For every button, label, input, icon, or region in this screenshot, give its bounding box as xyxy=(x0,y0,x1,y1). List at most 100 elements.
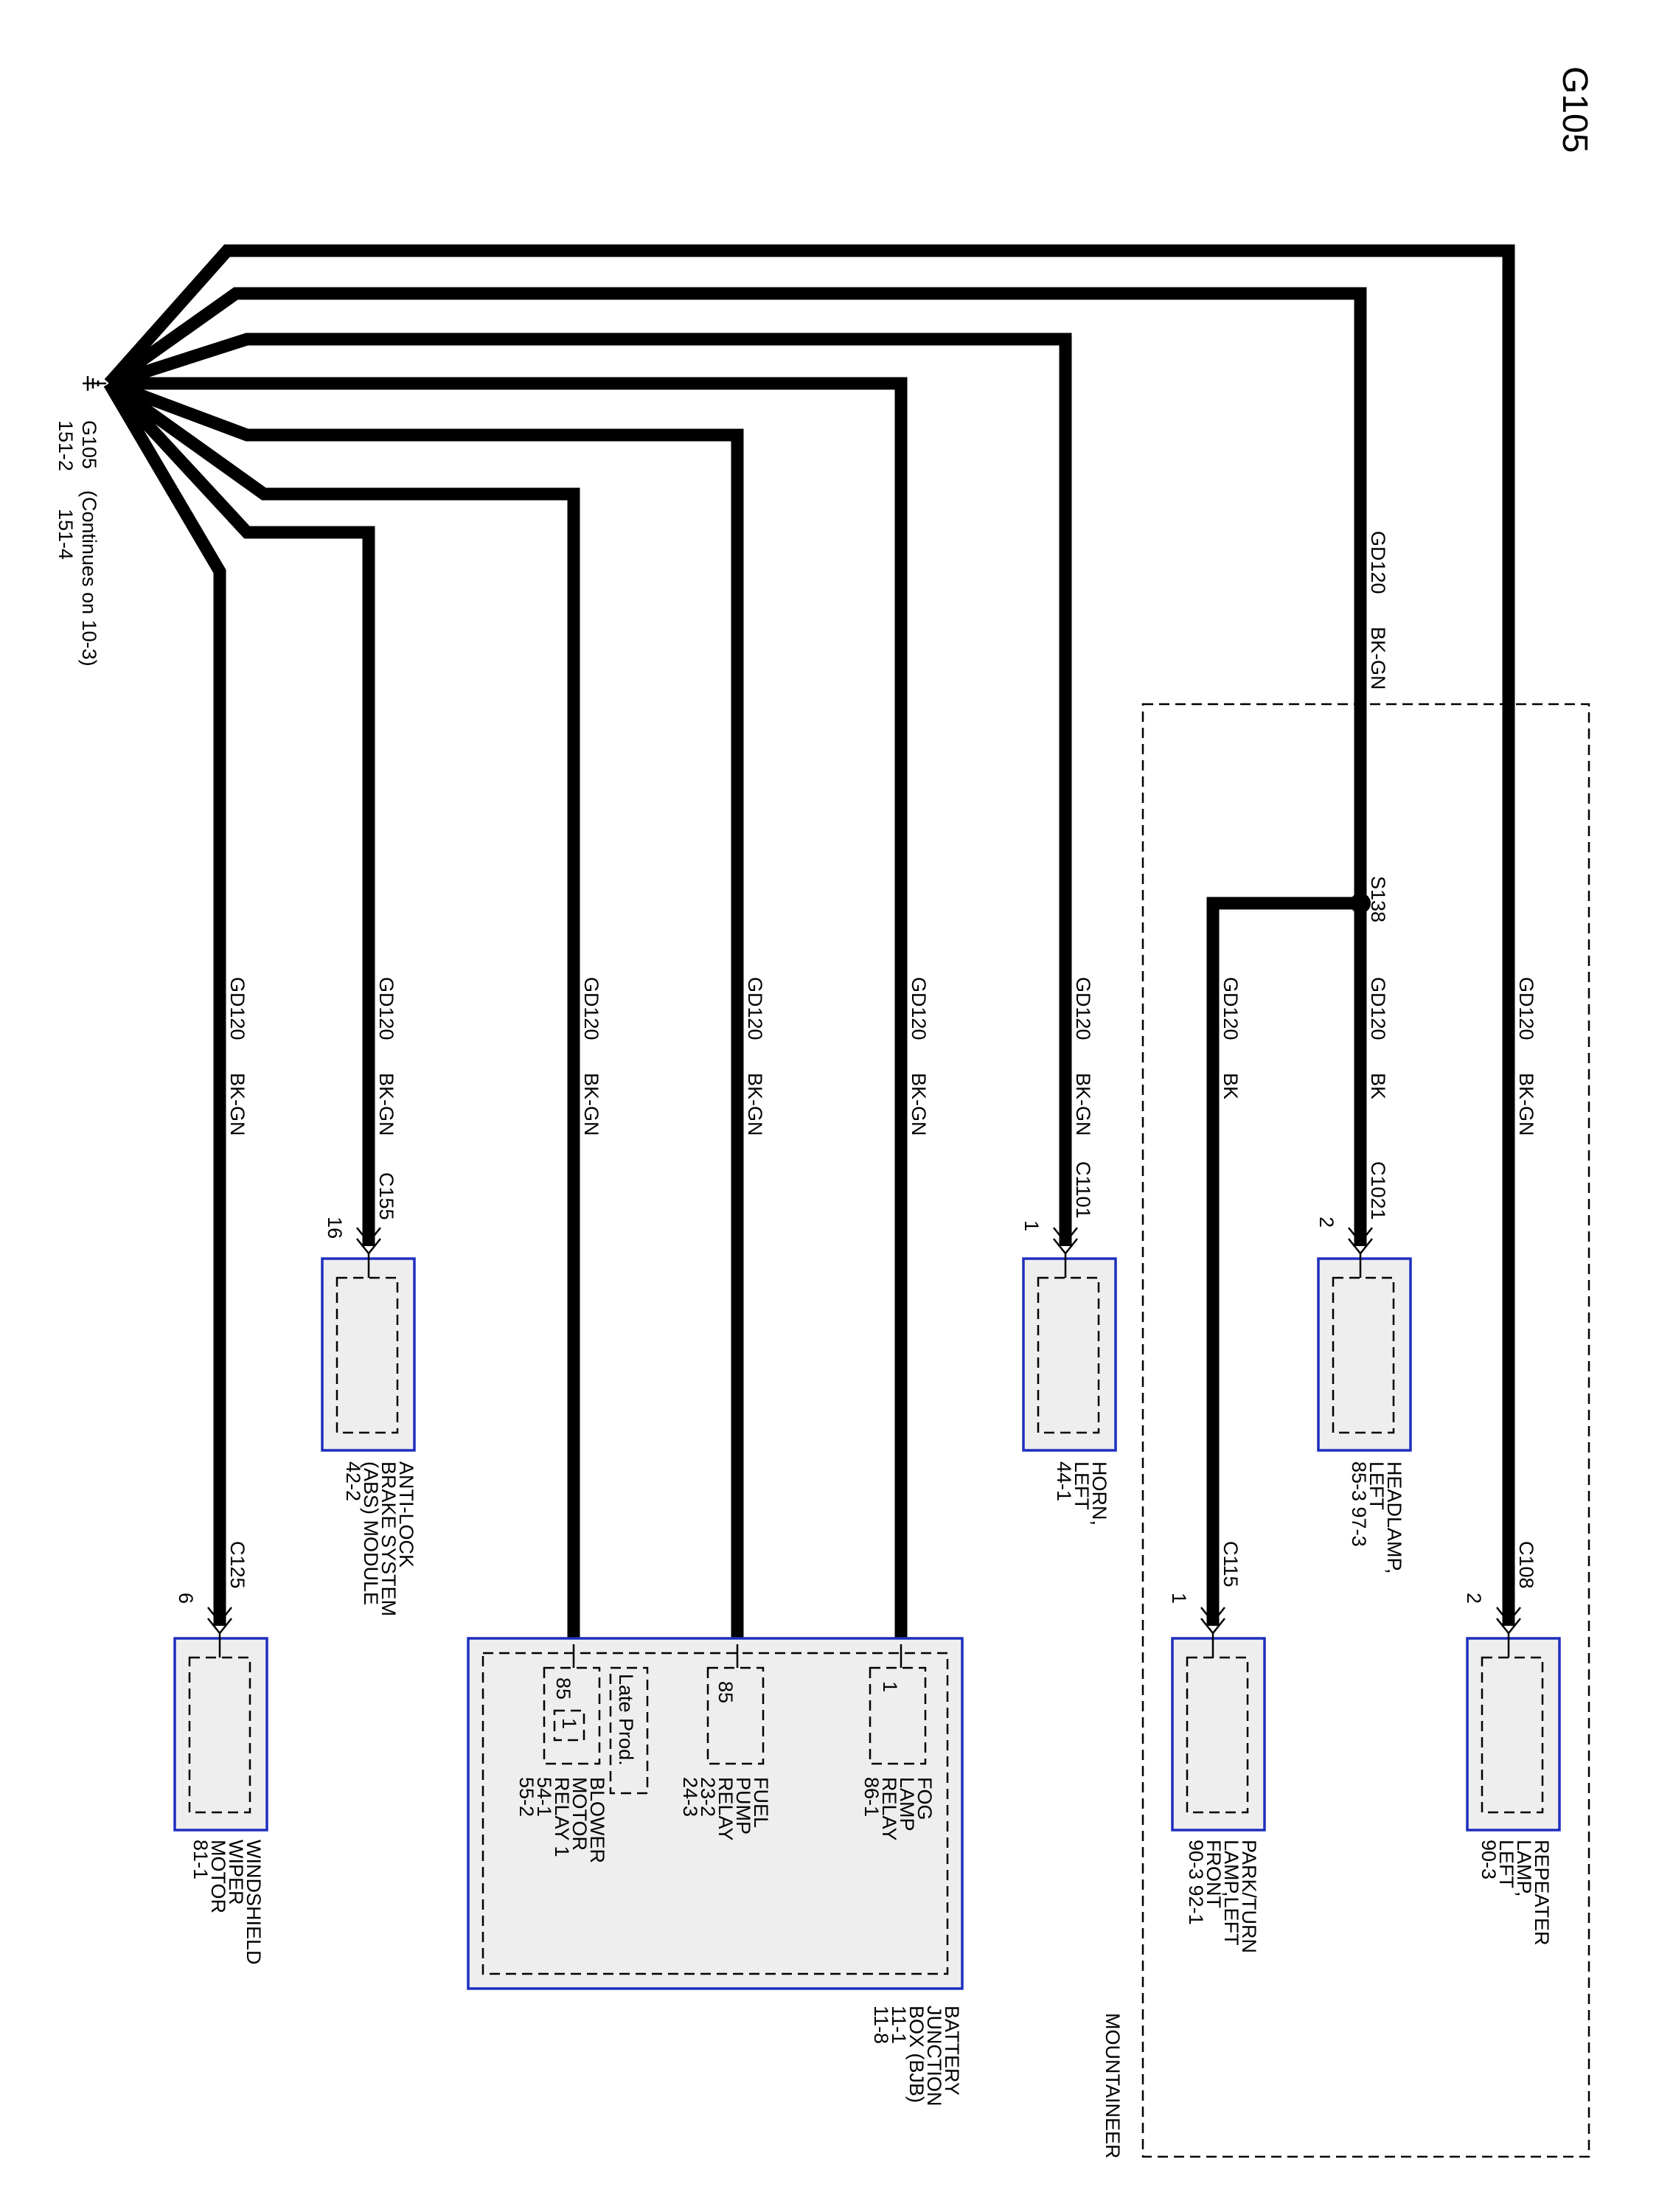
bjb-refs: 11-8 xyxy=(870,2006,892,2044)
component-name: WINDSHIELD xyxy=(243,1840,265,1965)
component-park-turn-lamp: C115 1 PARK/TURN LAMP,LEFT FRONT 90-3 92… xyxy=(1168,1541,1266,1953)
component-name: HEADLAMP, xyxy=(1383,1461,1405,1574)
ground-name: G105 xyxy=(78,420,100,469)
splice-s138 xyxy=(1350,893,1371,914)
relay-name: BLOWER xyxy=(586,1777,608,1863)
component-wiper-motor: C125 6 WINDSHIELD WIPER MOTOR 81-1 xyxy=(173,1541,268,1965)
pin-label: 1 xyxy=(1020,1220,1043,1231)
ground-ref-1: 151-2 xyxy=(55,420,77,471)
wire-horn xyxy=(107,333,1072,1246)
region-label: MOUNTAINEER xyxy=(1102,2013,1124,2159)
component-abs-module: C155 16 ANTI-LOCK BRAKE SYSTEM (ABS) MOD… xyxy=(321,1172,417,1616)
wire-abs xyxy=(104,379,375,1246)
wire-label-circuit: GD120 xyxy=(744,977,766,1040)
relay-name: RELAY xyxy=(878,1777,900,1841)
connector-label: C155 xyxy=(375,1172,397,1220)
relay-refs: 23-2 xyxy=(697,1777,719,1817)
wire-label-circuit: GD120 xyxy=(1515,977,1537,1040)
relay-alt-pin: 1 xyxy=(558,1718,580,1729)
component-refs: 90-3 92-1 xyxy=(1185,1840,1207,1925)
wire-label-circuit: GD120 xyxy=(580,977,602,1040)
wire-label-color: BK-GN xyxy=(1367,627,1389,690)
component-name: LEFT xyxy=(1071,1461,1093,1510)
ground-note: (Continues on 10-3) xyxy=(78,490,100,667)
component-name: BRAKE SYSTEM xyxy=(378,1461,400,1616)
component-refs: 85-3 97-3 xyxy=(1348,1461,1370,1547)
relay-refs: 86-1 xyxy=(860,1777,883,1817)
wire-label-circuit: GD120 xyxy=(1072,977,1094,1040)
component-name: PARK/TURN xyxy=(1238,1840,1260,1953)
pin-label: 2 xyxy=(1315,1217,1338,1228)
wire-repeater xyxy=(104,244,1515,1626)
wire-label-color: BK xyxy=(1367,1073,1389,1099)
component-name: LAMP,LEFT xyxy=(1220,1840,1242,1946)
pin-label: 16 xyxy=(324,1217,346,1239)
relay-name: PUMP xyxy=(732,1777,754,1834)
component-horn: C1101 1 HORN, LEFT 44-1 xyxy=(1020,1161,1117,1526)
bjb-name: BOX (BJB) xyxy=(905,2006,928,2103)
component-refs: 42-2 xyxy=(342,1461,364,1501)
wire-parkturn xyxy=(1206,897,1360,1626)
wire-label-color: BK-GN xyxy=(375,1073,397,1136)
relay-refs: 24-3 xyxy=(679,1777,701,1817)
wire-label-color: BK-GN xyxy=(226,1073,248,1136)
pin-label: 2 xyxy=(1463,1593,1485,1604)
connector-label: C108 xyxy=(1515,1541,1537,1589)
wire-wiper xyxy=(103,380,226,1626)
wire-label-circuit: GD120 xyxy=(1367,531,1389,594)
relay-pin: 85 xyxy=(552,1677,574,1700)
relay-name: FOG xyxy=(914,1777,936,1820)
wire-labels: GD120 BK-GN GD120 BK-GN GD120 BK GD120 B… xyxy=(226,531,1537,1136)
wire-label-circuit: GD120 xyxy=(1220,977,1242,1040)
component-name: (ABS) MODULE xyxy=(360,1461,382,1605)
wire-label-circuit: GD120 xyxy=(226,977,248,1040)
relay-refs: 54-1 xyxy=(533,1777,555,1817)
connector-label: C1101 xyxy=(1072,1161,1094,1219)
wire-label-color: BK-GN xyxy=(1515,1073,1537,1136)
bjb-name: JUNCTION xyxy=(923,2006,945,2107)
bjb-name: BATTERY xyxy=(941,2006,963,2096)
wire-label-circuit: GD120 xyxy=(1367,977,1389,1040)
wire-label-circuit: GD120 xyxy=(908,977,930,1040)
component-name: LAMP, xyxy=(1513,1840,1535,1897)
wire-blower xyxy=(105,378,580,1644)
connector-label: C125 xyxy=(226,1541,248,1589)
relay-name: LAMP xyxy=(896,1777,918,1832)
component-name: HORN, xyxy=(1088,1461,1110,1526)
connector-label: C1021 xyxy=(1367,1161,1389,1220)
wire-label-circuit: GD120 xyxy=(375,977,397,1040)
wire-fuel xyxy=(107,378,744,1644)
ground-ref-2: 151-4 xyxy=(55,509,77,560)
splice-label: S138 xyxy=(1367,876,1389,922)
component-battery-junction-box: 1 FOG LAMP RELAY 86-1 85 FUEL PUMP RELAY… xyxy=(467,1637,964,2107)
pin-label: 1 xyxy=(1168,1593,1190,1604)
component-name: WIPER xyxy=(225,1840,247,1905)
relay-name: RELAY xyxy=(714,1777,737,1841)
component-refs: 44-1 xyxy=(1053,1461,1075,1501)
wire-label-color: BK-GN xyxy=(744,1073,766,1136)
component-name: ANTI-LOCK xyxy=(395,1461,417,1568)
connector-label: C115 xyxy=(1220,1541,1242,1587)
relay-pin: 85 xyxy=(714,1681,737,1703)
wire-label-color: BK xyxy=(1220,1073,1242,1099)
component-name: FRONT xyxy=(1203,1840,1225,1908)
relay-name: RELAY 1 xyxy=(551,1777,573,1857)
page-id: G105 xyxy=(1555,66,1594,153)
relay-pin: 1 xyxy=(879,1681,901,1692)
component-name: MOTOR xyxy=(207,1840,229,1913)
pin-label: 6 xyxy=(175,1593,197,1604)
relay-refs: 55-2 xyxy=(515,1777,538,1817)
relay-name: MOTOR xyxy=(568,1777,591,1851)
relay-name: FUEL xyxy=(750,1777,772,1828)
bjb-refs: 11-1 xyxy=(888,2006,910,2044)
component-name: LEFT xyxy=(1495,1840,1517,1888)
wire-headlamp xyxy=(105,287,1367,1246)
component-repeater-lamp: C108 2 REPEATER LAMP, LEFT 90-3 xyxy=(1463,1541,1561,1946)
wire-fog xyxy=(109,377,908,1644)
component-refs: 90-3 xyxy=(1478,1840,1500,1879)
component-headlamp: C1021 2 HEADLAMP, LEFT 85-3 97-3 xyxy=(1315,1161,1412,1574)
component-refs: 81-1 xyxy=(189,1840,212,1879)
wire-label-color: BK-GN xyxy=(908,1073,930,1136)
wire-label-color: BK-GN xyxy=(580,1073,602,1136)
